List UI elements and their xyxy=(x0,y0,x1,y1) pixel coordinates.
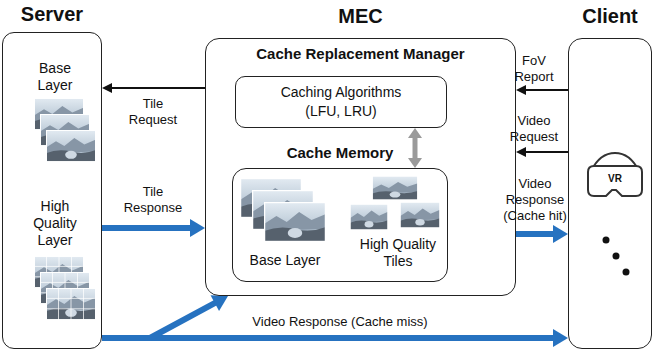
connector-line xyxy=(102,302,217,338)
vr-headset xyxy=(588,153,642,196)
arrowhead xyxy=(102,83,112,93)
connector-line xyxy=(413,136,418,160)
heading: Cache Memory xyxy=(213,144,467,161)
connector-line xyxy=(516,231,556,237)
arrowhead xyxy=(211,295,228,311)
heading: Client xyxy=(549,5,654,28)
connector-line xyxy=(102,225,193,231)
connector-line xyxy=(524,151,568,153)
arrow-label: FoV Report xyxy=(502,53,566,85)
arrowhead xyxy=(408,128,422,138)
layer-label: High Quality Layer xyxy=(25,198,85,249)
exchange-arrow xyxy=(408,128,422,168)
connector-line xyxy=(110,87,205,89)
layer-label: Base Layer xyxy=(235,252,335,269)
more-dots xyxy=(603,237,630,276)
arrowhead xyxy=(516,147,526,157)
connector-line xyxy=(102,335,556,341)
arrow-label: Video Request xyxy=(502,113,566,145)
arrow-label: Video Response (Cache hit) xyxy=(501,176,569,224)
layer-label: Base Layer xyxy=(25,60,85,94)
response-arrow xyxy=(102,329,568,347)
cached-base-frames xyxy=(240,178,326,242)
device-label: VR xyxy=(600,173,630,185)
cached-tiles xyxy=(350,176,440,230)
request-arrow xyxy=(102,83,205,93)
box-title: Cache Replacement Manager xyxy=(206,45,515,62)
arrowhead xyxy=(516,85,526,95)
heading: MEC xyxy=(186,5,535,28)
heading: Server xyxy=(0,3,121,26)
arrowhead xyxy=(190,219,205,237)
base-layer-frames xyxy=(34,98,96,162)
request-arrow xyxy=(516,147,568,157)
client-box: Client xyxy=(568,38,652,349)
response-arrow xyxy=(102,219,205,237)
box-text: Caching Algorithms (LFU, LRU) xyxy=(266,83,416,121)
response-arrow xyxy=(516,225,568,243)
arrow-label: Video Response (Cache miss) xyxy=(230,314,450,330)
arrow-label: Tile Response xyxy=(118,184,188,216)
request-arrow xyxy=(516,85,568,95)
high-quality-frames xyxy=(34,256,96,320)
arrow-label: Tile Request xyxy=(118,96,188,128)
arrowhead xyxy=(553,225,568,243)
layer-label: High Quality Tiles xyxy=(353,236,443,270)
arrowhead xyxy=(408,158,422,168)
connector-line xyxy=(524,89,568,91)
response-arrow xyxy=(102,295,228,338)
arrowhead xyxy=(553,329,568,347)
algorithm-box: Caching Algorithms (LFU, LRU) xyxy=(235,76,447,128)
